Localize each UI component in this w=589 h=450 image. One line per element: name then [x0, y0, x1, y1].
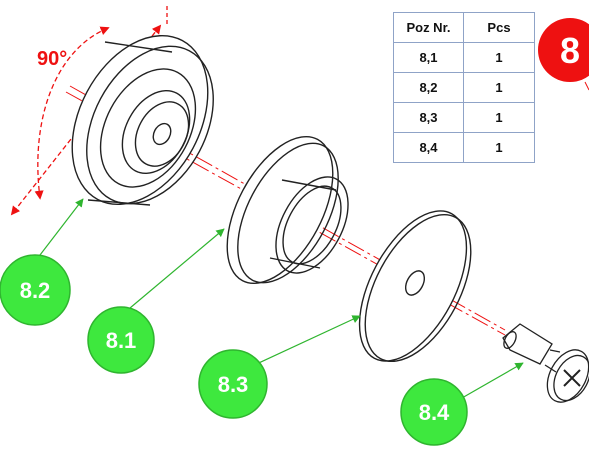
leader-8-3 — [247, 315, 361, 369]
part-8-1-sleeve — [226, 135, 349, 285]
table-row: 8,1 1 — [393, 42, 535, 73]
parts-table: Poz Nr. Pcs 8,1 1 8,2 1 8,3 1 8,4 1 — [393, 12, 535, 163]
svg-text:8.4: 8.4 — [419, 400, 450, 425]
svg-text:8.1: 8.1 — [106, 328, 137, 353]
svg-text:8.2: 8.2 — [20, 278, 51, 303]
cell-pieces: 1 — [463, 102, 535, 133]
header-pieces: Pcs — [463, 12, 535, 43]
part-8-4-screw — [502, 323, 589, 403]
cell-position: 8,4 — [393, 132, 464, 163]
svg-text:8: 8 — [560, 30, 580, 71]
callout-8-3: 8.3 — [198, 349, 268, 419]
part-8-3-washer — [358, 210, 472, 363]
leader-8-1 — [129, 228, 225, 309]
leader-8-2 — [39, 198, 84, 256]
cell-pieces: 1 — [463, 72, 535, 103]
table-row: 8,2 1 — [393, 72, 535, 103]
step-badge: 8 — [538, 18, 589, 91]
cell-position: 8,1 — [393, 42, 464, 73]
header-position: Poz Nr. — [393, 12, 464, 43]
table-row: 8,3 1 — [393, 102, 535, 133]
cell-position: 8,3 — [393, 102, 464, 133]
callout-8-4: 8.4 — [400, 378, 468, 446]
leader-8-4 — [454, 362, 524, 403]
callout-8-1: 8.1 — [87, 306, 155, 374]
rotation-indicator — [10, 6, 168, 216]
cell-pieces: 1 — [463, 132, 535, 163]
angle-label: 90° — [37, 48, 67, 70]
svg-text:8.3: 8.3 — [218, 372, 249, 397]
table-row: 8,4 1 — [393, 132, 535, 163]
cell-position: 8,2 — [393, 72, 464, 103]
leader-lines — [39, 198, 524, 403]
callout-8-2: 8.2 — [0, 254, 71, 326]
part-8-2-knob — [71, 34, 214, 206]
cell-pieces: 1 — [463, 42, 535, 73]
